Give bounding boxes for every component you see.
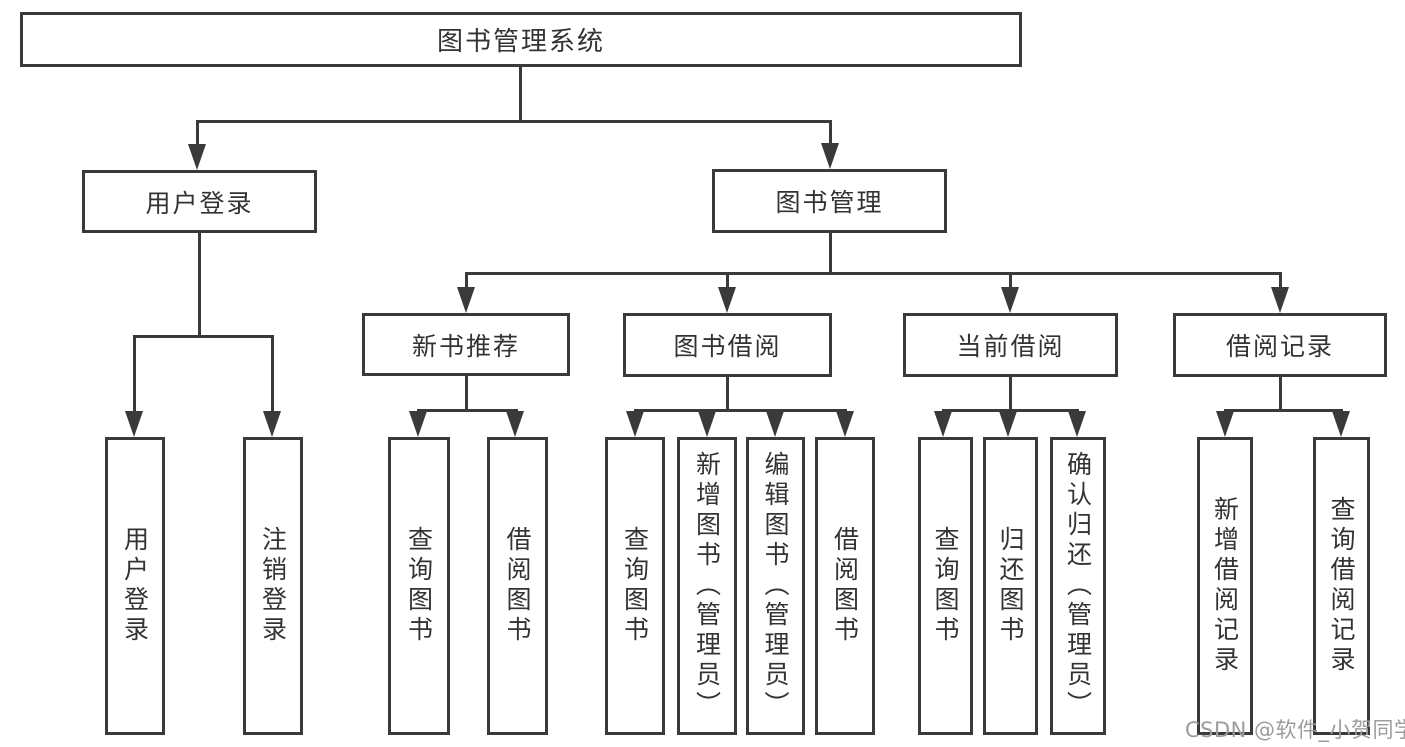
connector-line xyxy=(1279,272,1282,291)
node-user-login: 用户登录 xyxy=(82,170,317,233)
node-label: 查询图书 xyxy=(931,526,960,646)
connector-line xyxy=(1009,377,1012,410)
node-label: 归还图书 xyxy=(996,526,1025,646)
connector-line xyxy=(726,377,729,410)
connector-line xyxy=(133,335,136,415)
node-add-borrow-record: 新增借阅记录 xyxy=(1197,437,1253,735)
node-add-book-admin: 新增图书（管理员） xyxy=(677,437,737,735)
arrow-down-icon xyxy=(188,144,206,170)
connector-line xyxy=(1009,272,1012,291)
arrow-down-icon xyxy=(766,411,784,437)
connector-line xyxy=(465,376,468,410)
connector-line xyxy=(196,120,199,148)
arrow-down-icon xyxy=(1068,411,1086,437)
node-label: 编辑图书（管理员） xyxy=(761,451,790,721)
connector-line xyxy=(465,272,1282,275)
connector-line xyxy=(198,233,201,335)
node-label: 新书推荐 xyxy=(411,331,520,361)
node-label: 新增借阅记录 xyxy=(1210,496,1240,676)
node-query-books-borrow: 查询图书 xyxy=(605,437,665,735)
arrow-down-icon xyxy=(409,411,427,437)
node-label: 借阅图书 xyxy=(503,526,532,646)
node-query-borrow-record: 查询借阅记录 xyxy=(1313,437,1370,735)
node-borrow-books-recommend: 借阅图书 xyxy=(487,437,548,735)
node-confirm-return-admin: 确认归还（管理员） xyxy=(1050,437,1106,735)
arrow-down-icon xyxy=(506,411,524,437)
node-label: 借阅记录 xyxy=(1225,332,1334,361)
connector-line xyxy=(519,67,522,120)
arrow-down-icon xyxy=(1332,411,1350,437)
arrow-down-icon xyxy=(836,411,854,437)
node-label: 用户登录 xyxy=(145,188,254,218)
node-label: 用户登录 xyxy=(120,526,150,646)
node-book-management: 图书管理 xyxy=(712,169,947,233)
arrow-down-icon xyxy=(457,287,475,313)
node-borrowing-records: 借阅记录 xyxy=(1173,313,1387,377)
arrow-down-icon xyxy=(626,411,644,437)
connector-line xyxy=(465,272,468,291)
arrow-down-icon xyxy=(999,411,1017,437)
node-logout: 注销登录 xyxy=(243,437,303,735)
arrow-down-icon xyxy=(125,411,143,437)
arrow-down-icon xyxy=(1001,287,1019,313)
node-current-borrowing: 当前借阅 xyxy=(903,313,1118,377)
connector-line xyxy=(942,409,1079,412)
node-user-login-leaf: 用户登录 xyxy=(105,437,165,735)
connector-line xyxy=(829,120,832,147)
arrow-down-icon xyxy=(718,287,736,313)
node-label: 图书借阅 xyxy=(673,332,782,361)
connector-line xyxy=(1279,377,1282,410)
arrow-down-icon xyxy=(263,411,281,437)
arrow-down-icon xyxy=(1271,287,1289,313)
node-label: 查询图书 xyxy=(620,526,650,646)
node-book-borrowing: 图书借阅 xyxy=(623,313,832,377)
connector-line xyxy=(271,335,274,415)
node-borrow-books: 借阅图书 xyxy=(815,437,875,735)
node-label: 当前借阅 xyxy=(956,332,1065,361)
arrow-down-icon xyxy=(698,411,716,437)
watermark-text: CSDN @软件_小贺同学 xyxy=(1185,718,1405,742)
node-label: 查询图书 xyxy=(404,526,434,646)
node-label: 图书管理 xyxy=(775,188,884,217)
node-label: 借阅图书 xyxy=(830,526,860,646)
connector-line xyxy=(133,335,273,338)
connector-line xyxy=(417,409,518,412)
node-query-books-current: 查询图书 xyxy=(918,437,973,735)
node-edit-book-admin: 编辑图书（管理员） xyxy=(746,437,805,735)
connector-line xyxy=(726,272,729,291)
connector-line xyxy=(1224,409,1343,412)
node-label: 注销登录 xyxy=(258,526,288,646)
node-return-book: 归还图书 xyxy=(983,437,1038,735)
node-label: 新增图书（管理员） xyxy=(692,451,722,721)
node-library-management-system: 图书管理系统 xyxy=(20,12,1022,67)
arrow-down-icon xyxy=(1216,411,1234,437)
connector-line xyxy=(634,409,847,412)
arrow-down-icon xyxy=(934,411,952,437)
node-new-book-recommend: 新书推荐 xyxy=(362,313,570,376)
node-label: 查询借阅记录 xyxy=(1327,496,1356,676)
node-query-books-recommend: 查询图书 xyxy=(388,437,450,735)
connector-line xyxy=(829,233,832,272)
node-label: 确认归还（管理员） xyxy=(1063,451,1093,721)
node-label: 图书管理系统 xyxy=(436,27,605,57)
connector-line xyxy=(196,120,832,123)
arrow-down-icon xyxy=(821,143,839,169)
